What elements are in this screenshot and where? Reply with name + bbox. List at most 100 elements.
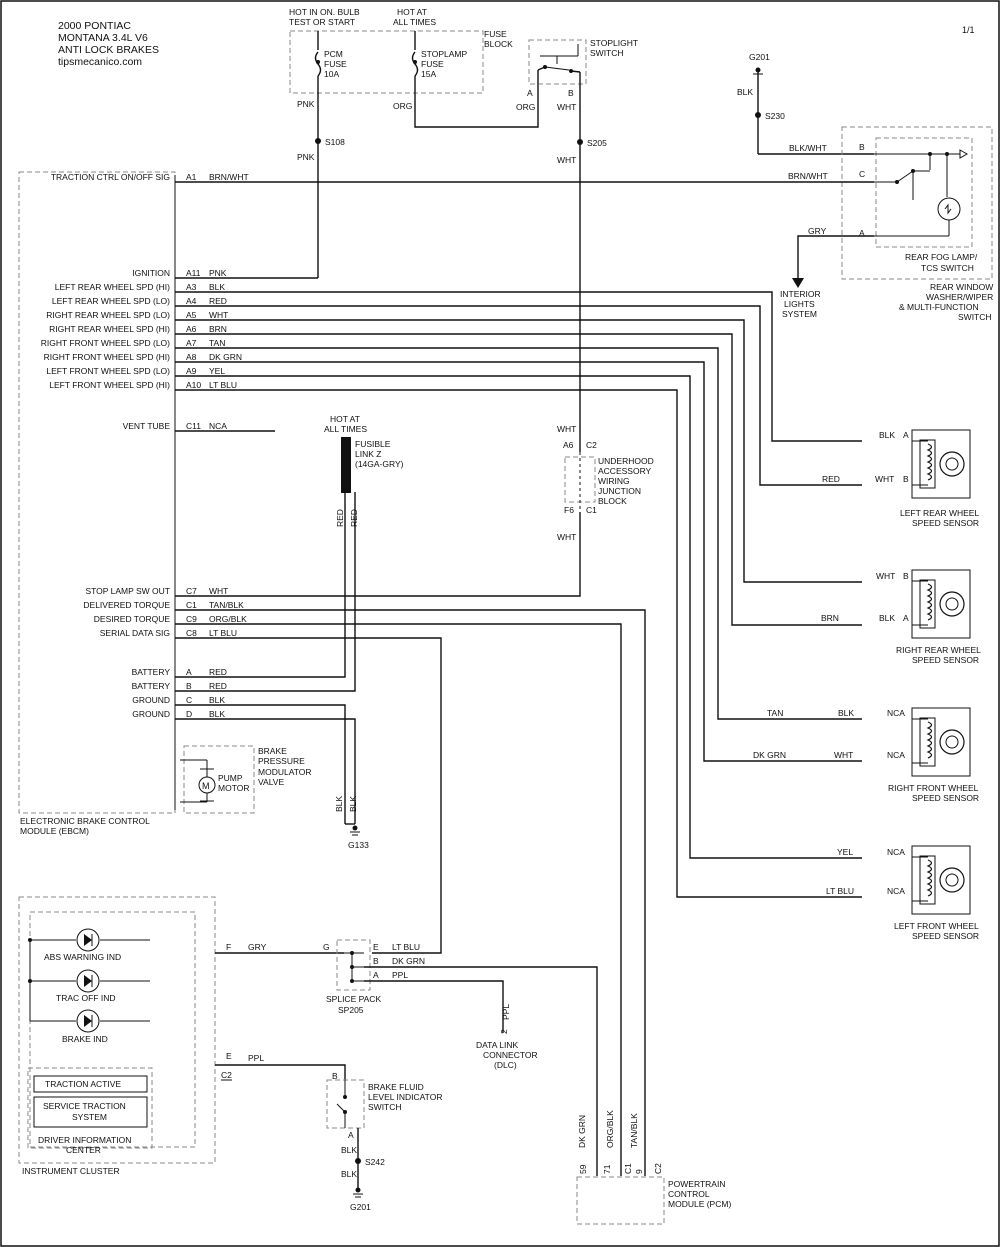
rr-pin-b: B: [903, 571, 909, 581]
dic-label-2: CENTER: [66, 1145, 101, 1155]
rf-wire-dk-grn: DK GRN: [753, 750, 786, 760]
pcm-conn-c2: C2: [653, 1163, 663, 1174]
splice-pack-label-2: SP205: [338, 1005, 364, 1015]
ebcm-wire-color: BLK: [209, 695, 225, 705]
rr-wire-wht: WHT: [876, 571, 895, 581]
splice-pin-g: G: [323, 942, 330, 952]
lr-pin-b: B: [903, 474, 909, 484]
pcm-fuse-label-2: FUSE: [324, 59, 347, 69]
ebcm-pin-id: C9: [186, 614, 197, 624]
motor-symbol: M: [202, 781, 210, 791]
splice-s108: [315, 138, 321, 144]
ebcm-pin-id: A3: [186, 282, 197, 292]
fusible-hot-label: HOT AT: [330, 414, 360, 424]
interior-lights-label-3: SYSTEM: [782, 309, 817, 319]
cluster-conn-c2: C2: [221, 1070, 232, 1080]
ebcm-wire-color: RED: [209, 667, 227, 677]
ebcm-pin-label: DELIVERED TORQUE: [83, 600, 170, 610]
ebcm-pin-label: RIGHT REAR WHEEL SPD (HI): [49, 324, 170, 334]
fusible-link-label-2: LINK Z: [355, 449, 381, 459]
rr-wire-brn: BRN: [821, 613, 839, 623]
stoplight-pin-a: A: [527, 88, 533, 98]
pcm-label-3: MODULE (PCM): [668, 1199, 731, 1209]
ebcm-wire-color: LT BLU: [209, 628, 237, 638]
wire-color-ppl-splice: PPL: [392, 970, 408, 980]
ebcm-pin-id: A9: [186, 366, 197, 376]
ebcm-pin-id: C11: [186, 421, 201, 431]
splice-s205-label: S205: [587, 138, 607, 148]
cluster-pin-e: E: [226, 1051, 232, 1061]
ebcm-pin-label: RIGHT REAR WHEEL SPD (LO): [46, 310, 170, 320]
junction-label-3: WIRING: [598, 476, 630, 486]
hot-always-label: HOT AT: [397, 7, 427, 17]
ebcm-module: ELECTRONIC BRAKE CONTROL MODULE (EBCM) T…: [18, 171, 312, 836]
multifunction-label-3: & MULTI-FUNCTION: [899, 302, 979, 312]
dic-outline: [27, 1067, 153, 1149]
wire-color-org-blk-pcm: ORG/BLK: [605, 1110, 615, 1148]
service-traction-box: [33, 1096, 148, 1128]
wire-color-blk-ground-d: BLK: [348, 796, 358, 812]
brake-fluid-label-2: LEVEL INDICATOR: [368, 1092, 442, 1102]
wire-color-blk: BLK: [737, 87, 753, 97]
ebcm-wire-color: BLK: [209, 709, 225, 719]
ebcm-wire-color: LT BLU: [209, 380, 237, 390]
ebcm-pin-id: B: [186, 681, 192, 691]
dic-label: DRIVER INFORMATION: [38, 1135, 131, 1145]
bpmv-outline: [183, 745, 255, 814]
brake-fluid-label-3: SWITCH: [368, 1102, 402, 1112]
ebcm-pin-id: A7: [186, 338, 197, 348]
multifunction-label: REAR WINDOW: [930, 282, 993, 292]
diagram-header: 2000 PONTIAC MONTANA 3.4L V6 ANTI LOCK B…: [58, 20, 975, 68]
multifunction-switch-outline: [841, 126, 993, 280]
wire-color-lt-blu-splice: LT BLU: [392, 942, 420, 952]
pump-label: PUMP: [218, 773, 243, 783]
rf-wire-nca-2: NCA: [887, 750, 905, 760]
stoplight-switch-outline: [528, 39, 587, 85]
header-system: ANTI LOCK BRAKES: [58, 44, 159, 56]
ebcm-pin-id: A8: [186, 352, 197, 362]
wire-color-blk-ground-c: BLK: [334, 796, 344, 812]
fusible-hot-label-2: ALL TIMES: [324, 424, 367, 434]
rr-sensor-label: RIGHT REAR WHEEL: [896, 645, 981, 655]
underhood-junction-block: A6 C2 F6 C1 UNDERHOOD ACCESSORY WIRING J…: [563, 440, 654, 515]
junction-conn-c1: C1: [586, 505, 597, 515]
trac-off-label: TRAC OFF IND: [56, 993, 116, 1003]
ground-g201-top: G201: [749, 52, 770, 75]
stoplamp-fuse-rating: 15A: [421, 69, 436, 79]
ebcm-wire-color: TAN/BLK: [209, 600, 244, 610]
brake-fluid-pin-a: A: [348, 1130, 354, 1140]
splice-pin-e: E: [373, 942, 379, 952]
wire-color-pnk-2: PNK: [297, 152, 315, 162]
fuse-block: HOT IN ON. BULB TEST OR START HOT AT ALL…: [289, 7, 513, 94]
pcm-conn-c1: C1: [623, 1163, 633, 1174]
multifunction-label-4: SWITCH: [958, 312, 992, 322]
pcm-outline: [576, 1176, 665, 1225]
pump-label-2: MOTOR: [218, 783, 249, 793]
ebcm-pin-id: A1: [186, 172, 197, 182]
splice-s242: [355, 1158, 361, 1164]
ground-g201-bottom-label: G201: [350, 1202, 371, 1212]
ebcm-wire-color: WHT: [209, 586, 228, 596]
interior-lights-arrow-icon: [792, 278, 804, 288]
junction-conn-c2: C2: [586, 440, 597, 450]
splice-pack-sp205: G E B A SPLICE PACK SP205: [323, 939, 381, 1015]
wire-color-red-fusible-2: RED: [349, 509, 359, 527]
ebcm-pin-label: RIGHT FRONT WHEEL SPD (LO): [41, 338, 170, 348]
indicator-lamp-icon: [937, 197, 961, 221]
splice-pin-a: A: [373, 970, 379, 980]
splice-s230-label: S230: [765, 111, 785, 121]
ebcm-wire-color: NCA: [209, 421, 227, 431]
wire-color-gry-cluster: GRY: [248, 942, 267, 952]
bpmv-label: BRAKE: [258, 746, 287, 756]
lr-sensor-label: LEFT REAR WHEEL: [900, 508, 979, 518]
lf-sensor-label-2: SPEED SENSOR: [912, 931, 979, 941]
service-traction-label-2: SYSTEM: [72, 1112, 107, 1122]
fog-pin-b: B: [859, 142, 865, 152]
ebcm-pin-label: LEFT REAR WHEEL SPD (HI): [55, 282, 170, 292]
ebcm-pin-label: STOP LAMP SW OUT: [85, 586, 170, 596]
instrument-cluster-outline: [18, 896, 216, 1164]
ebcm-wire-color: RED: [209, 296, 227, 306]
splice-s108-label: S108: [325, 137, 345, 147]
lf-sensor-label: LEFT FRONT WHEEL: [894, 921, 979, 931]
